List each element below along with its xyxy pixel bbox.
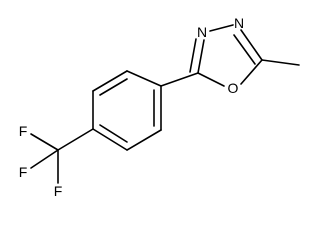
bond-cf3-f1 xyxy=(30,133,59,151)
atom-label-f3: F xyxy=(54,183,63,199)
bond-c5-methyl xyxy=(261,59,300,66)
bond-n4-c5-double-a xyxy=(240,29,263,61)
molecule-structure: N N O F F F xyxy=(19,15,300,199)
bond-c2-phenyl xyxy=(160,72,199,87)
bond-ar2-ar3 xyxy=(92,70,128,92)
atom-label-n4: N xyxy=(234,15,244,31)
atom-label-n3: N xyxy=(197,24,207,40)
bond-cf3-f2 xyxy=(30,149,59,169)
bond-ar5-ar6 xyxy=(126,129,162,151)
bond-c2-n3-double-a xyxy=(197,39,205,74)
bond-c2-n3-double-b xyxy=(189,38,197,73)
bond-ar1-ar2 xyxy=(126,70,162,87)
atom-label-f2: F xyxy=(19,164,28,180)
structure-canvas: N N O F F F xyxy=(19,15,300,199)
bond-ar4-cf3 xyxy=(57,128,94,151)
bond-ar-inner-1 xyxy=(99,78,128,96)
bond-n3-n4 xyxy=(209,24,234,32)
bond-ar-inner-2 xyxy=(99,124,128,143)
atom-label-o1: O xyxy=(228,80,239,96)
bond-c5-o1 xyxy=(240,59,263,85)
atom-label-f1: F xyxy=(19,123,28,139)
bond-o1-c2 xyxy=(197,72,225,87)
bond-n4-c5-double-b xyxy=(233,34,256,65)
bond-ar4-ar5 xyxy=(92,128,128,151)
